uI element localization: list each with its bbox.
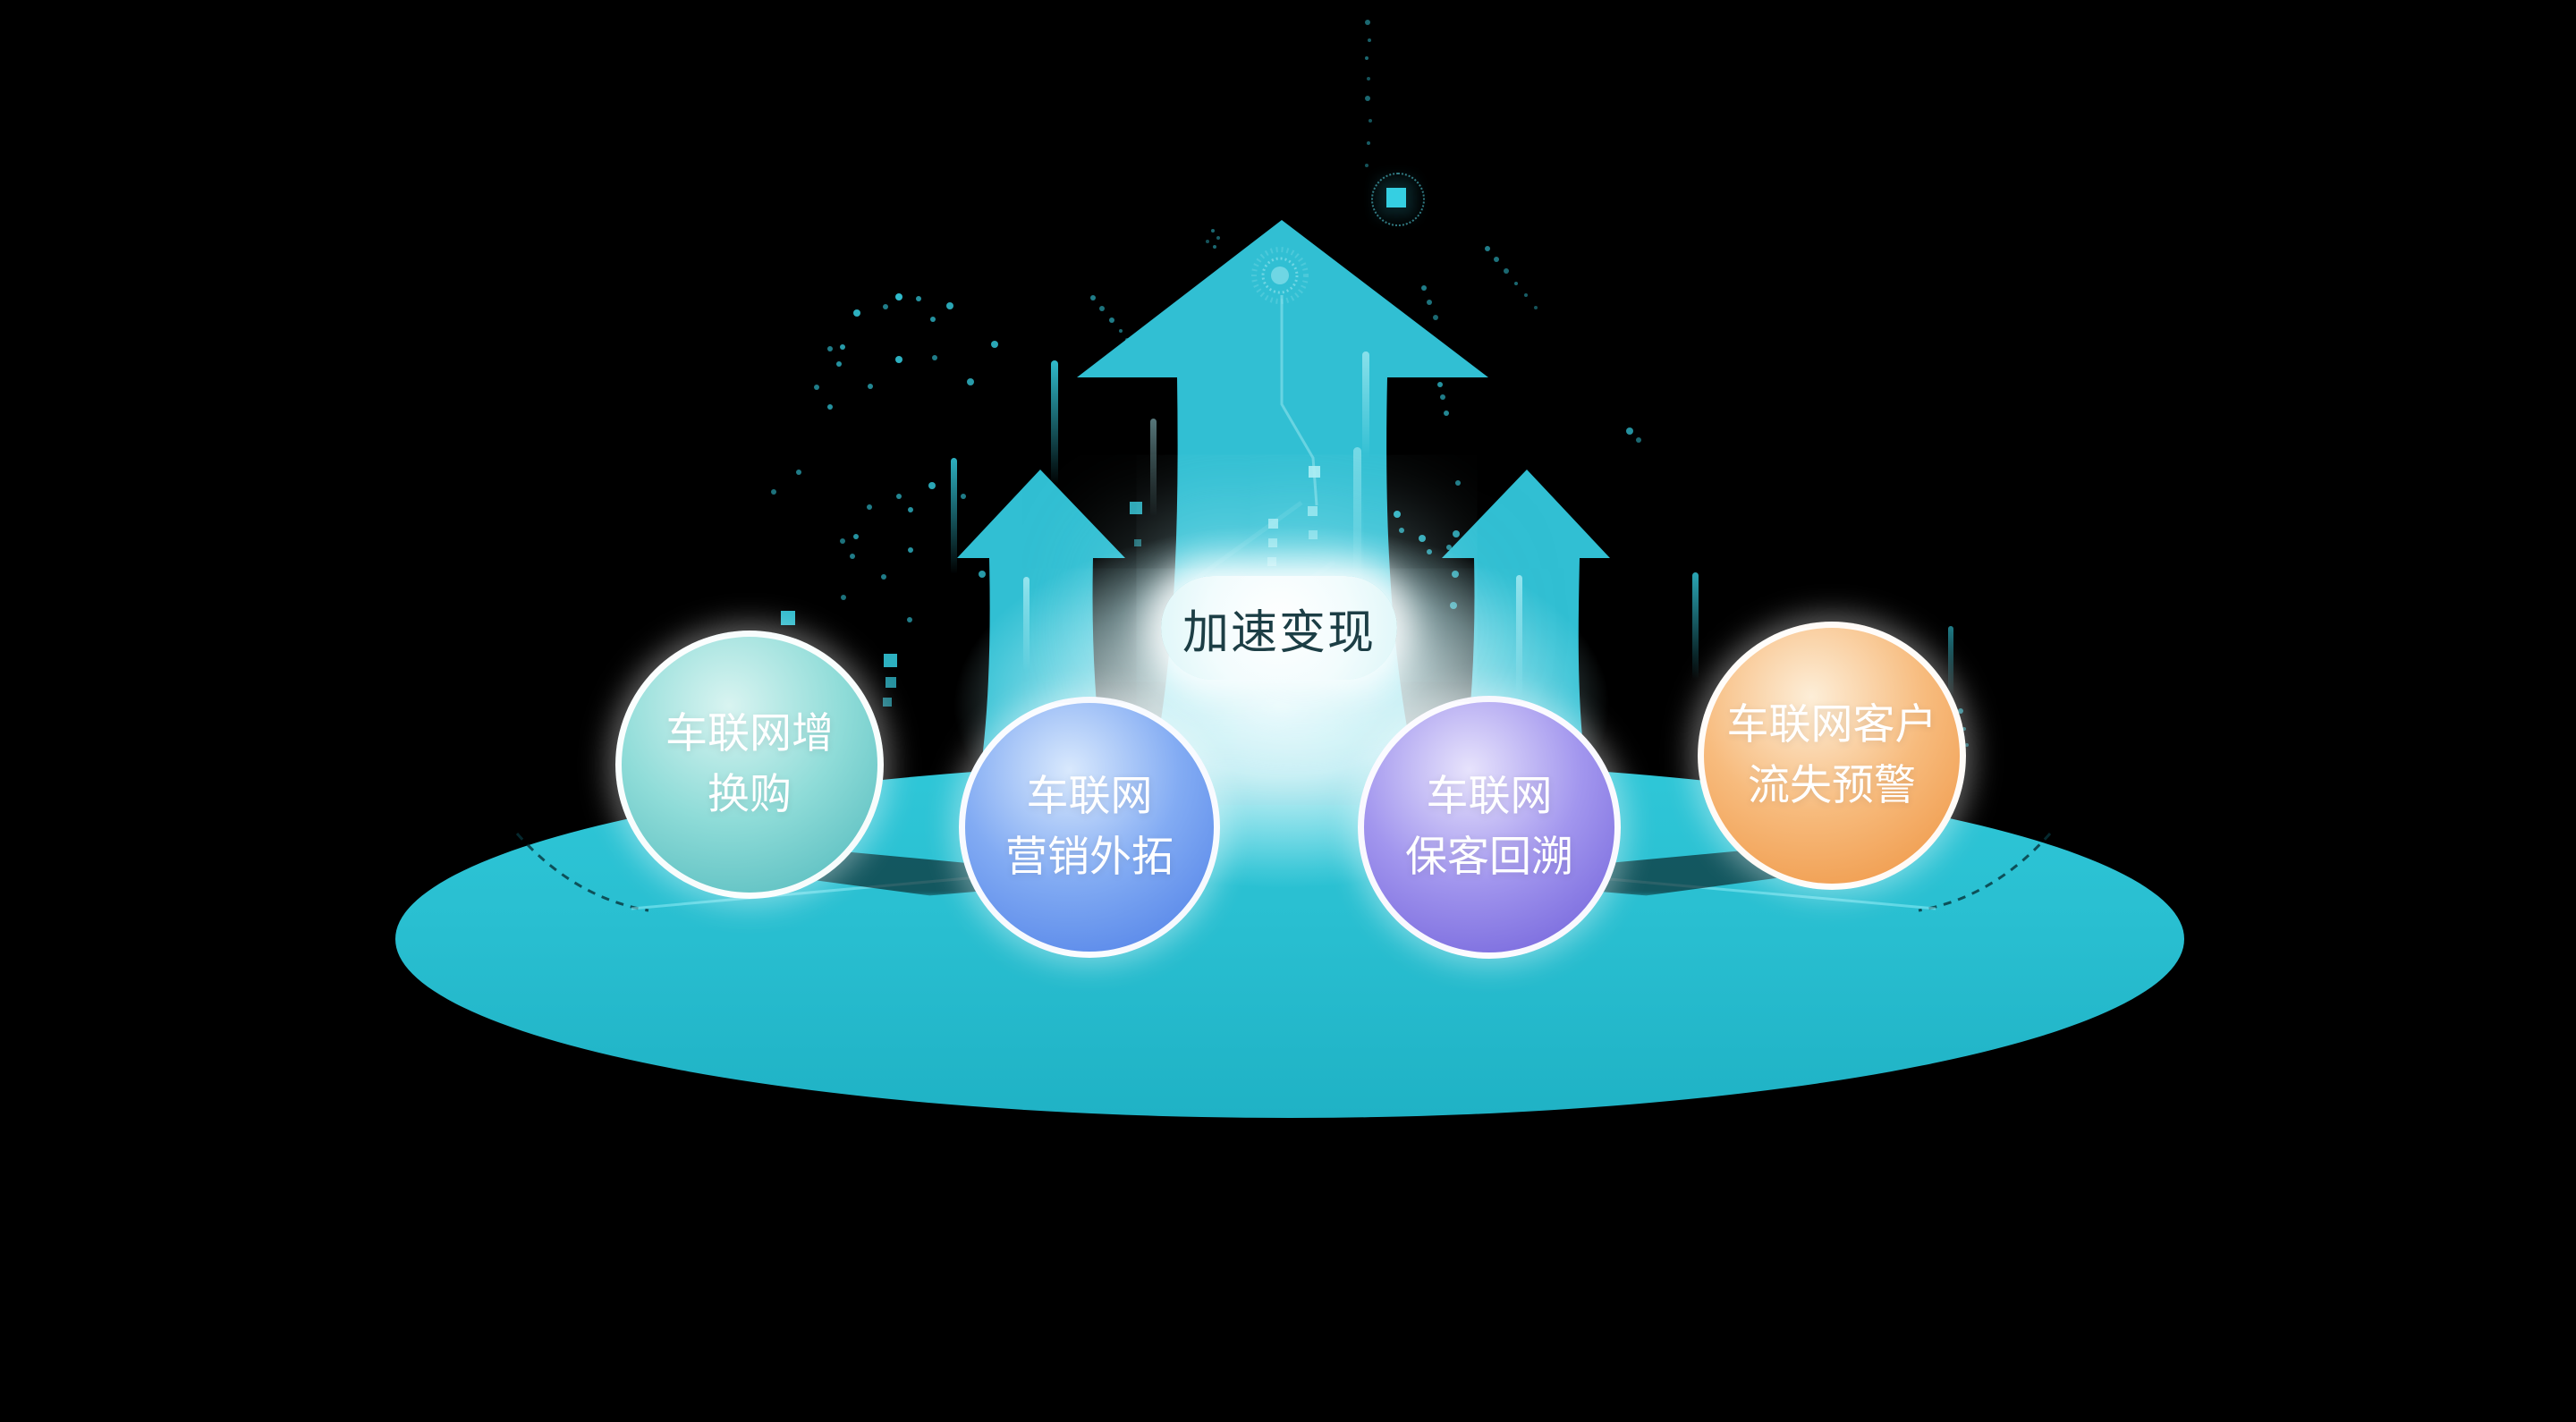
sphere-iov-marketing: 车联网 营销外拓: [959, 697, 1220, 958]
particle-dot: [814, 385, 819, 390]
particle-dot: [1494, 257, 1499, 262]
particle-dot: [1216, 236, 1220, 240]
particle-dot: [1099, 306, 1105, 311]
particle-dot: [946, 302, 953, 309]
particle-dot: [796, 470, 801, 475]
sphere-text-line: 车联网: [1026, 771, 1153, 821]
particle-dot: [1962, 727, 1966, 731]
particle-dot: [1958, 708, 1963, 714]
sphere-text-line: 换购: [708, 770, 792, 819]
particle-dot: [1090, 295, 1096, 300]
sphere-iov-churn: 车联网客户 流失预警: [1698, 622, 1966, 890]
sphere-text-line: 车联网客户: [1726, 699, 1937, 749]
sphere-text-line: 保客回溯: [1405, 833, 1573, 882]
particle-dot: [827, 346, 833, 351]
particle-dot: [853, 309, 860, 317]
sphere-iov-retention: 车联网 保客回溯: [1358, 696, 1621, 959]
particle-dot: [991, 341, 998, 348]
sphere-text-line: 车联网: [1426, 771, 1553, 821]
particle-dot: [1427, 300, 1432, 305]
sphere-text-line: 流失预警: [1748, 761, 1916, 810]
monetization-label-text: 加速变现: [1182, 605, 1376, 660]
particle-dot: [1109, 317, 1114, 323]
particle-dot: [1485, 246, 1490, 251]
particle-dot: [1636, 437, 1641, 443]
particle-dot: [1433, 315, 1438, 320]
particle-dot: [836, 361, 842, 367]
particle-dot: [916, 296, 921, 301]
particle-dot: [771, 489, 776, 495]
particle-dot: [840, 344, 845, 350]
monetization-label: 加速变现: [1161, 576, 1397, 680]
bright-light-streak: [1150, 419, 1157, 517]
particle-dot: [895, 356, 902, 363]
particle-dot: [840, 538, 845, 544]
particle-dot: [841, 595, 846, 600]
particle-dot: [1437, 382, 1443, 387]
particle-dot: [1365, 96, 1370, 101]
particle-dot: [1367, 77, 1370, 80]
particle-dot: [868, 384, 873, 389]
particle-dot: [1514, 282, 1518, 285]
particle-dot: [1365, 20, 1370, 25]
particle-dot: [1524, 293, 1528, 297]
particle-dot: [1368, 119, 1372, 123]
particle-dot: [1440, 394, 1445, 400]
particle-dot: [1206, 240, 1209, 243]
particle-dot: [827, 404, 833, 410]
halo-square-ring: [1371, 173, 1425, 226]
particle-dot: [1421, 285, 1427, 291]
particle-dot: [1368, 38, 1371, 42]
sphere-text-line: 营销外拓: [1005, 833, 1174, 882]
particle-dot: [1504, 268, 1509, 274]
particle-dot: [1213, 245, 1216, 249]
particle-dot: [1444, 411, 1449, 416]
particle-dot: [1534, 306, 1538, 309]
particle-dot: [932, 355, 937, 360]
sphere-text-line: 车联网增: [665, 708, 834, 758]
particle-dot: [1211, 229, 1215, 233]
particle-dot: [930, 317, 936, 322]
sphere-iov-trade-in: 车联网增 换购: [615, 631, 884, 899]
particle-dot: [895, 293, 902, 300]
particle-dot: [1367, 141, 1370, 145]
particle-dot: [853, 534, 859, 539]
particle-square: [781, 611, 795, 625]
bright-light-streak: [1362, 351, 1369, 459]
dashed-arc-left: [515, 833, 649, 912]
particle-dot: [850, 554, 855, 559]
arrow-ring-ornament-outer: [1251, 247, 1309, 304]
light-streak: [1948, 626, 1953, 698]
light-streak: [1051, 360, 1058, 486]
arrow-ring-ornament: [1261, 257, 1299, 294]
particle-dot: [1626, 427, 1633, 435]
particle-dot: [883, 304, 888, 309]
arrow-ring-core: [1271, 267, 1289, 284]
particle-dot: [1365, 164, 1368, 167]
particle-dot: [967, 378, 974, 385]
dashed-arc-right: [1918, 833, 2052, 912]
particle-dot: [1965, 743, 1969, 747]
particle-dot: [1119, 329, 1123, 333]
particle-dot: [1365, 56, 1368, 60]
